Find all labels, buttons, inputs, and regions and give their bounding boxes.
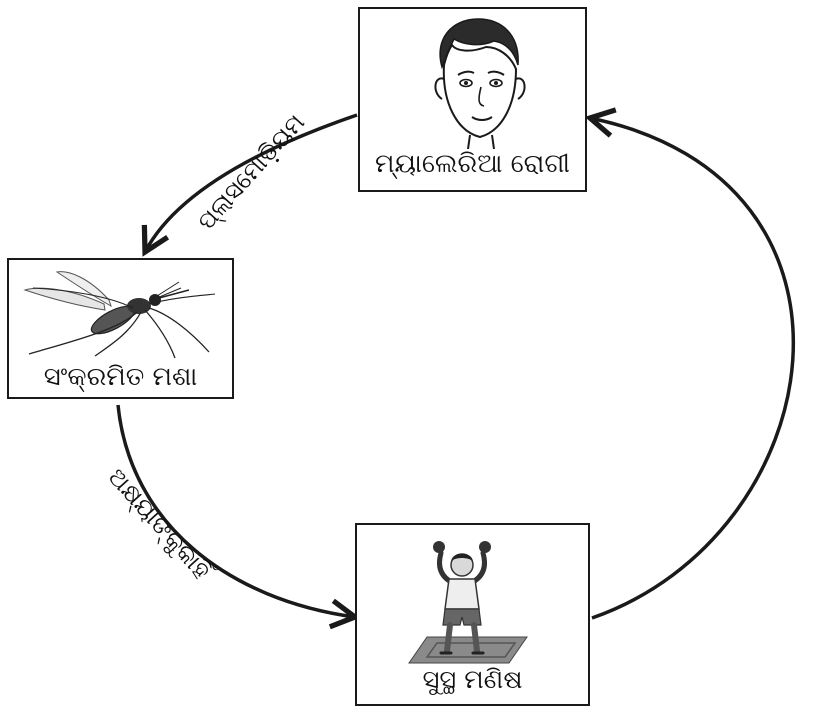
node-malaria-patient: ମ୍ୟାଲେରିଆ ରୋଗୀ: [358, 7, 587, 192]
node-label-infected-mosquito: ସଂକ୍ରମିତ ମଶା: [43, 362, 198, 392]
exercising-boy-icon: [408, 541, 528, 664]
mosquito-icon: [23, 271, 216, 359]
node-label-malaria-patient: ମ୍ୟାଲେରିଆ ରୋଗୀ: [375, 149, 570, 179]
node-healthy-person: ସୁସ୍ଥ ମଣିଷ: [355, 523, 590, 706]
arrow-healthy-to-patient: [590, 118, 795, 620]
boy-face-icon: [434, 18, 526, 149]
node-label-healthy-person: ସୁସ୍ଥ ମଣିଷ: [422, 665, 523, 695]
arrow-mosquito-to-healthy: [116, 404, 355, 617]
node-infected-mosquito: ସଂକ୍ରମିତ ମଶା: [7, 258, 234, 399]
arrow-patient-to-mosquito: [145, 113, 358, 252]
